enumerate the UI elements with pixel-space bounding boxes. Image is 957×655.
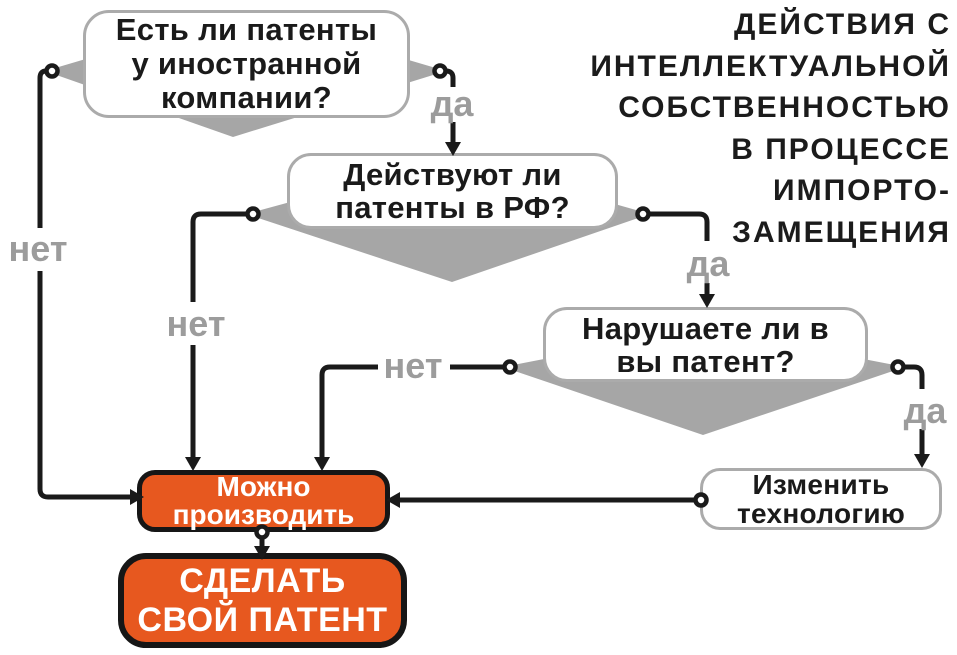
node-text-line: компании? bbox=[160, 80, 332, 115]
edge-label-no-q1: нет bbox=[8, 228, 68, 269]
connector-dot-q3-left bbox=[502, 359, 518, 375]
node-text-line: Можно bbox=[216, 471, 311, 502]
node-text-line: вы патент? bbox=[616, 343, 795, 379]
edge-q3-yes-line bbox=[898, 364, 925, 389]
infographic-title: ДЕЙСТВИЯ С ИНТЕЛЛЕКТУАЛЬНОЙ СОБСТВЕННОСТ… bbox=[590, 4, 951, 253]
arrowhead-into-can-left bbox=[130, 489, 144, 505]
connector-dot-q3-right bbox=[890, 359, 906, 375]
title-line: СОБСТВЕННОСТЬЮ bbox=[618, 91, 951, 124]
edge-q1-no-line bbox=[37, 271, 131, 500]
connector-dot-q2-right bbox=[635, 206, 651, 222]
title-line: ЗАМЕЩЕНИЯ bbox=[732, 215, 951, 249]
edge-q1-no-line bbox=[37, 68, 52, 228]
node-change-technology: Изменить технологию bbox=[700, 468, 942, 530]
connector-dot-q1-right bbox=[432, 63, 448, 79]
connector-dot-q1-left bbox=[44, 63, 60, 79]
node-question-patents-valid-rf: Действуют ли патенты в РФ? bbox=[287, 153, 618, 229]
node-text-line: у иностранной bbox=[131, 46, 362, 81]
node-text-line: патенты в РФ? bbox=[335, 190, 570, 225]
title-line: ИМПОРТО- bbox=[773, 174, 951, 207]
node-question-infringing-patent: Нарушаете ли в вы патент? bbox=[543, 307, 868, 382]
edge-label-yes-q2: да bbox=[686, 243, 730, 284]
arrowhead-into-q3 bbox=[699, 294, 715, 308]
arrowhead-into-change bbox=[914, 454, 930, 468]
arrowhead-into-q2 bbox=[445, 142, 461, 156]
edge-label-yes-q3: да bbox=[903, 390, 947, 431]
edge-q3-no-line bbox=[319, 364, 378, 458]
node-text-line: Есть ли патенты bbox=[115, 12, 378, 47]
node-text-line: Изменить bbox=[752, 469, 890, 500]
node-text-line: СВОЙ ПАТЕНТ bbox=[137, 600, 388, 639]
arrowhead-into-can-right bbox=[386, 492, 400, 508]
title-line: ИНТЕЛЛЕКТУАЛЬНОЙ bbox=[590, 49, 951, 83]
edge-label-yes-q1: да bbox=[430, 83, 474, 124]
connector-dot-can-bottom bbox=[254, 524, 270, 540]
connector-dot-change-left bbox=[693, 492, 709, 508]
node-text-line: Нарушаете ли в bbox=[582, 310, 829, 346]
edge-label-no-q3: нет bbox=[383, 345, 443, 386]
node-text-line: производить bbox=[172, 499, 355, 530]
node-can-produce: Можно производить bbox=[137, 470, 390, 532]
edge-q2-no-line bbox=[190, 211, 253, 302]
arrowhead-into-can-top-left bbox=[185, 457, 201, 471]
node-question-foreign-patents: Есть ли патенты у иностранной компании? bbox=[83, 10, 410, 118]
connector-dot-q2-left bbox=[245, 206, 261, 222]
node-text-line: Действуют ли bbox=[343, 157, 562, 192]
arrowhead-into-make bbox=[254, 546, 270, 560]
edge-q2-yes-line bbox=[643, 211, 710, 241]
title-line: ДЕЙСТВИЯ С bbox=[734, 8, 951, 41]
node-text-line: технологию bbox=[736, 498, 906, 529]
title-line: В ПРОЦЕССЕ bbox=[731, 132, 951, 166]
edge-label-no-q2: нет bbox=[166, 303, 226, 344]
arrowhead-into-can-top-right bbox=[314, 457, 330, 471]
node-text-line: СДЕЛАТЬ bbox=[179, 561, 346, 600]
